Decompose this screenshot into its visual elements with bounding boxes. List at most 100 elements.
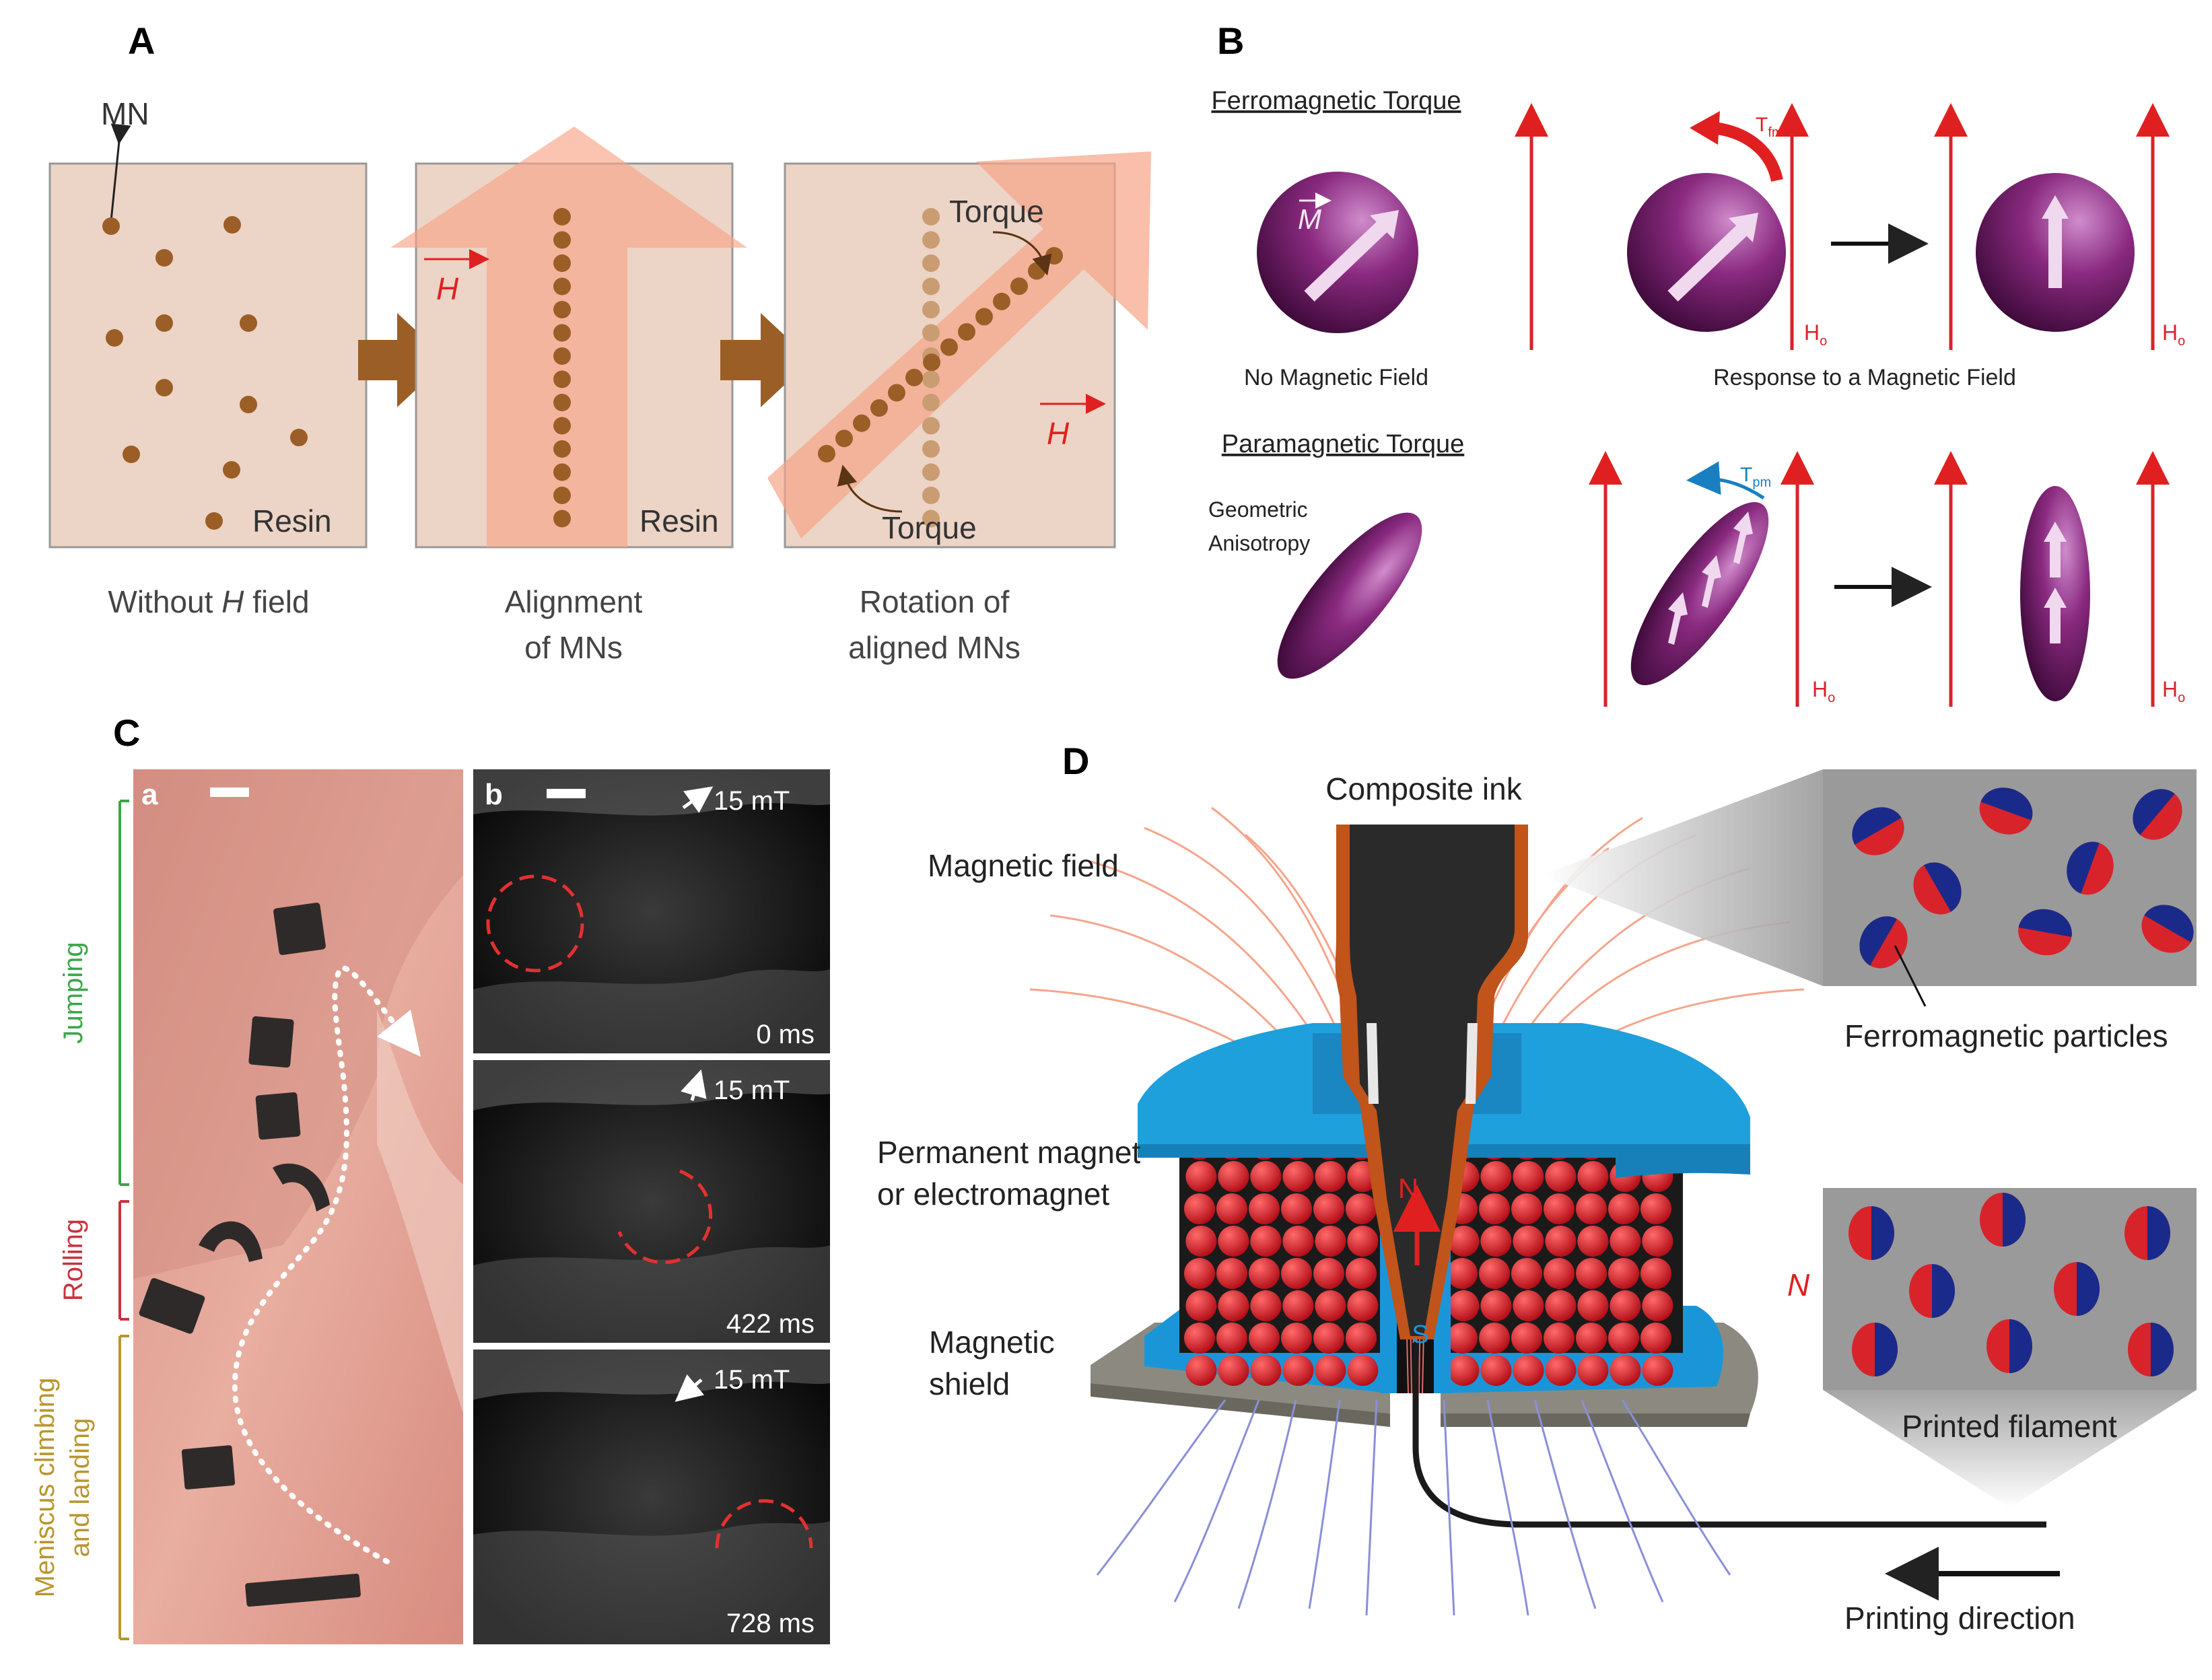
- coil-winding: [1282, 1226, 1314, 1257]
- coil-winding: [1577, 1290, 1609, 1321]
- coil-winding: [1218, 1226, 1249, 1257]
- torque-arrow-bottom: [837, 464, 903, 513]
- coil-winding: [1577, 1226, 1609, 1257]
- mn-rotated-particle: [923, 353, 940, 372]
- nozzle-highlight-right: [1465, 1023, 1478, 1104]
- mn-rotated-particle: [1028, 262, 1045, 280]
- h-label-1: H: [436, 271, 459, 306]
- moment-arrowhead-aligned: [2042, 195, 2069, 219]
- caption-alignment-2: of MNs: [524, 630, 623, 665]
- panel-d: D N S: [877, 740, 2197, 1636]
- zoom-beam-bottom: [1823, 1390, 2197, 1508]
- random-particles: [1852, 788, 2194, 969]
- coil-winding: [1610, 1226, 1641, 1257]
- shield-label-2: shield: [929, 1366, 1010, 1401]
- coil-winding: [1216, 1323, 1247, 1354]
- h0-label-4: Ho: [2162, 677, 2185, 705]
- coil-winding: [1249, 1258, 1280, 1289]
- resin-label-1: Resin: [252, 503, 332, 538]
- ink-cartridge-inner: [1350, 825, 1515, 1336]
- field-dir-arrow-2: [681, 1069, 707, 1101]
- coil-winding: [1511, 1258, 1542, 1289]
- magnetic-particle: [1852, 1323, 1898, 1376]
- coil-winding: [1479, 1193, 1510, 1224]
- mn-label: MN: [101, 96, 149, 131]
- mn-particle: [553, 301, 571, 318]
- caption-without-h: Without H field: [108, 584, 309, 619]
- m-vector-label: M: [1298, 203, 1321, 235]
- coil-winding: [1642, 1290, 1673, 1321]
- printed-filament: [1412, 1343, 2046, 1528]
- ultrasound-frame-1: b 15 mT 0 ms: [473, 769, 830, 1053]
- ferro-torque-title: Ferromagnetic Torque: [1211, 87, 1461, 115]
- panel-b-letter: B: [1217, 20, 1244, 62]
- coil-winding: [1513, 1226, 1544, 1257]
- field-line: [1173, 1399, 1260, 1603]
- scale-bar-b: [547, 789, 586, 798]
- coil-winding: [1608, 1258, 1639, 1289]
- aligned-particles: [1848, 1193, 2174, 1376]
- moment-arrowhead-no-field: [1370, 210, 1399, 239]
- n-side-label: N: [1787, 1267, 1810, 1302]
- coil-winding: [1577, 1161, 1609, 1192]
- magnetic-particle: [2067, 841, 2114, 895]
- robot-outline-2: [617, 1169, 713, 1265]
- coil-winding: [1250, 1290, 1282, 1321]
- field-line: [1486, 1399, 1529, 1616]
- blue-top-plate-edge: [1138, 1144, 1750, 1178]
- process-arrow-1: [358, 313, 448, 407]
- para-moments-aligned: [2044, 522, 2067, 643]
- t-pm-label: Tpm: [1740, 464, 1771, 490]
- resin-box-1: [48, 162, 368, 549]
- coil-winding: [1218, 1161, 1249, 1192]
- para-torque-title: Paramagnetic Torque: [1222, 430, 1465, 458]
- mn-particle: [553, 231, 571, 249]
- coil-winding: [1480, 1290, 1512, 1321]
- coil-winding: [1642, 1226, 1673, 1257]
- caption-rotation-2: aligned MNs: [848, 630, 1021, 665]
- mn-rotated-particle: [1045, 247, 1063, 265]
- coil-winding: [1281, 1323, 1312, 1354]
- coil-winding: [1545, 1355, 1577, 1386]
- mn-particle: [553, 394, 571, 411]
- nozzle-highlight-left: [1367, 1023, 1379, 1104]
- coil-winding: [1250, 1226, 1282, 1257]
- panel-c: C a Jumping Rolling Meniscus climb: [30, 711, 830, 1644]
- shield-label-1: Magnetic: [929, 1325, 1055, 1360]
- coil-winding: [1544, 1323, 1575, 1354]
- coil-winding: [1511, 1323, 1542, 1354]
- coil-winding: [1184, 1193, 1215, 1224]
- mn-rotated-particle: [870, 399, 888, 417]
- coil-winding: [1610, 1355, 1641, 1386]
- h0-label-3: Ho: [1812, 677, 1835, 705]
- panel-a-letter: A: [128, 20, 155, 62]
- coil-winding: [1347, 1226, 1379, 1257]
- coil-winding: [1185, 1226, 1217, 1257]
- coil-winding: [1282, 1161, 1314, 1192]
- coil-winding: [1640, 1258, 1671, 1289]
- coil-winding: [1480, 1226, 1512, 1257]
- mn-rotated-particle: [993, 292, 1010, 310]
- coil-winding: [1448, 1290, 1480, 1321]
- magnetic-particle: [2133, 789, 2182, 840]
- scattered-mn-particles: [102, 216, 308, 530]
- coil-winding: [1313, 1193, 1344, 1224]
- ferro-response: Tfm Ho Ho Response to a Magnetic Field: [1515, 103, 2185, 390]
- n-pole-label: N: [1398, 1172, 1418, 1204]
- coil-winding: [1480, 1355, 1512, 1386]
- mn-rotated-particle: [835, 429, 853, 448]
- photo-a-shading: [133, 769, 463, 1279]
- coil-winding: [1184, 1258, 1215, 1289]
- field-label-2: 15 mT: [714, 1076, 790, 1105]
- magnetic-particle: [1848, 1206, 1894, 1260]
- field-line: [1308, 1399, 1341, 1609]
- no-field-label: No Magnetic Field: [1244, 365, 1428, 390]
- para-moments-tilted: [1668, 512, 1753, 645]
- geo-anisotropy-2: Anisotropy: [1208, 531, 1310, 555]
- ferro-particles-label: Ferromagnetic particles: [1844, 1018, 2168, 1053]
- resin-label-2: Resin: [640, 503, 719, 538]
- coil-winding: [1282, 1290, 1314, 1321]
- coil-winding: [1347, 1355, 1379, 1386]
- coil-winding: [1250, 1355, 1282, 1386]
- coil-winding: [1250, 1161, 1282, 1192]
